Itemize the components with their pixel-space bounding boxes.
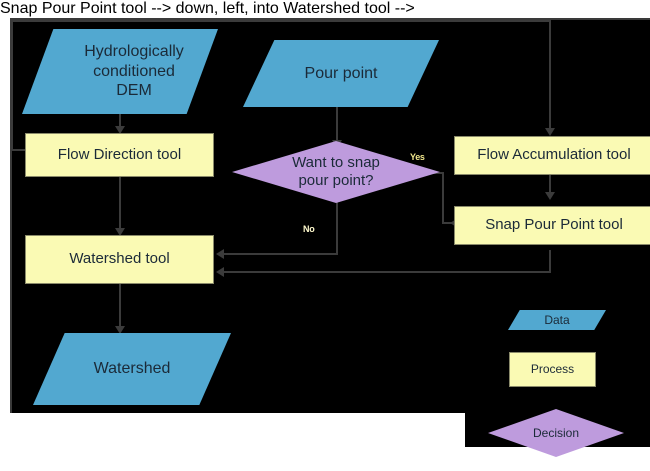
arrowhead-into-watershed-tool-right-lower [216, 267, 224, 277]
edge-flowdir-to-flowacc-left-riser [11, 20, 13, 150]
dem-line-1: Hydrologically [84, 43, 184, 61]
edge-watershedtool-to-watershed [119, 284, 121, 330]
edge-dem-to-flowdir [119, 114, 121, 131]
edge-snap-drop [549, 250, 551, 272]
arrowhead-into-flow-accumulation [545, 128, 555, 136]
decision-line-1: Want to snap [292, 153, 380, 171]
legend-label: Data [544, 312, 570, 327]
node-pour-point[interactable]: Pour point [243, 40, 439, 107]
dem-line-3: DEM [116, 82, 152, 100]
legend-label: Process [530, 362, 575, 377]
arrowhead-into-watershed-tool-top [115, 228, 125, 236]
edge-snap-horizontal [222, 271, 551, 273]
edge-yes-drop [442, 172, 444, 223]
node-label: Flow Accumulation tool [477, 146, 631, 164]
node-label: Watershed tool [69, 250, 170, 268]
legend-item-process: Process [509, 352, 596, 387]
node-snap-pour-point-tool[interactable]: Snap Pour Point tool [454, 206, 650, 245]
node-label: Flow Direction tool [57, 145, 182, 163]
legend-item-data: Data [508, 310, 606, 330]
edge-flowdir-to-flowacc-stub [11, 149, 28, 151]
node-label: Watershed [93, 360, 171, 378]
decision-line-2: pour point? [298, 172, 374, 189]
dem-line-2: conditioned [93, 62, 175, 80]
arrowhead-into-watershed [115, 326, 125, 334]
edge-pourpoint-to-decision [336, 107, 338, 143]
edge-flowacc-to-snap [549, 175, 551, 195]
node-label: Snap Pour Point tool [485, 216, 623, 234]
edge-label-yes: Yes [410, 152, 425, 162]
node-flow-direction-tool[interactable]: Flow Direction tool [25, 133, 214, 177]
arrowhead-into-flow-direction [115, 126, 125, 134]
node-label: Pour point [304, 64, 378, 82]
edge-no-horizontal [222, 253, 338, 255]
edge-flowdir-to-flowacc-top-rail [11, 20, 551, 22]
arrowhead-into-snap-pour-point-top [545, 192, 555, 200]
edge-label-no: No [303, 224, 315, 234]
legend-label: Decision [532, 425, 580, 440]
edge-flowdir-to-watershed-tool [119, 177, 121, 232]
node-watershed[interactable]: Watershed [33, 333, 231, 405]
edge-flowdir-to-flowacc-drop [549, 20, 551, 130]
arrowhead-into-watershed-tool-right-upper [216, 249, 224, 259]
node-flow-accumulation-tool[interactable]: Flow Accumulation tool [454, 136, 650, 175]
edge-yes-into-snap [442, 222, 456, 224]
edge-no-drop [336, 202, 338, 254]
node-watershed-tool[interactable]: Watershed tool [25, 235, 214, 284]
